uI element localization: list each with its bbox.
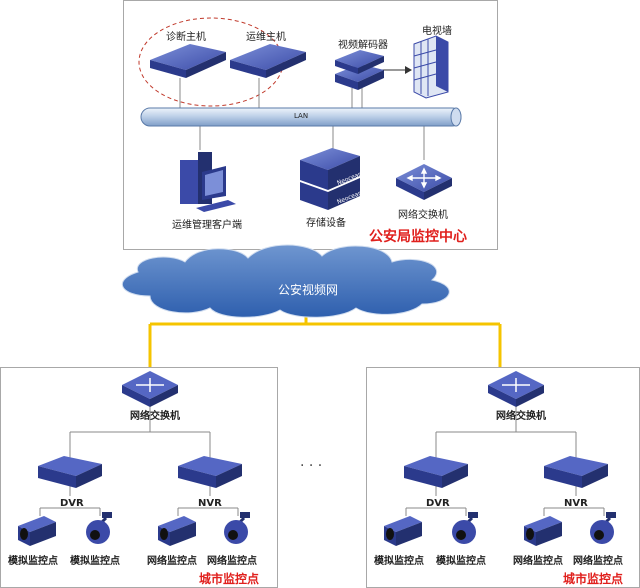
site2-point-label-4: 网络监控点 (573, 556, 623, 567)
site1-nvr-label: NVR (198, 498, 222, 509)
site1-network-camera-1 (158, 516, 196, 546)
site2-point-label-2: 模拟监控点 (436, 556, 486, 567)
site1-point-label-2: 模拟监控点 (70, 556, 120, 567)
ops-host-label: 运维主机 (246, 32, 286, 43)
site1-analog-camera-2 (86, 512, 112, 544)
site2-links (405, 399, 605, 516)
decoder-to-wall-arrow (382, 66, 412, 74)
ellipsis: · · · (300, 458, 323, 474)
video-decoder-label: 视频解码器 (338, 40, 388, 51)
site2-nvr-label: NVR (564, 498, 588, 509)
video-wall-label: 电视墙 (422, 26, 452, 37)
site1-point-label-3: 网络监控点 (147, 556, 197, 567)
site2-switch-device (488, 371, 544, 407)
site1-title: 城市监控点 (199, 572, 260, 586)
storage-device: Neocean Neocean (300, 148, 363, 210)
monitoring-center-title: 公安局监控中心 (369, 229, 467, 245)
police-video-network-cloud (121, 244, 450, 318)
site2-switch-label: 网络交换机 (496, 411, 546, 422)
center-switch-device (396, 164, 452, 200)
site2-analog-camera-2 (452, 512, 478, 544)
lan-label: LAN (294, 112, 309, 120)
ops-host-device (230, 44, 306, 78)
site1-network-camera-2 (224, 512, 250, 544)
site1-analog-camera-1 (18, 516, 56, 546)
site2-analog-camera-1 (384, 516, 422, 546)
ops-client-label: 运维管理客户端 (172, 220, 242, 231)
site1-switch-device (122, 371, 178, 407)
video-decoder-device (335, 50, 384, 90)
site1-dvr-device (38, 456, 102, 488)
site2-network-camera-1 (524, 516, 562, 546)
site2-network-camera-2 (590, 512, 616, 544)
site1-point-label-4: 网络监控点 (207, 556, 257, 567)
diagnostic-host-label: 诊断主机 (166, 32, 206, 43)
diagnostic-host-device (150, 44, 226, 78)
site2-point-label-3: 网络监控点 (513, 556, 563, 567)
center-switch-label: 网络交换机 (398, 210, 448, 221)
video-wall-device (413, 35, 449, 99)
site2-point-label-1: 模拟监控点 (374, 556, 424, 567)
site2-dvr-label: DVR (426, 498, 450, 509)
site1-point-label-1: 模拟监控点 (8, 556, 58, 567)
network-cloud-label: 公安视频网 (278, 283, 339, 297)
ops-client-device (180, 152, 236, 212)
site1-switch-label: 网络交换机 (130, 411, 180, 422)
site1-nvr-device (178, 456, 242, 488)
lan-bus (140, 107, 462, 127)
site2-dvr-device (404, 456, 468, 488)
site2-title: 城市监控点 (563, 572, 624, 586)
site2-nvr-device (544, 456, 608, 488)
storage-label: 存储设备 (306, 218, 346, 229)
site1-dvr-label: DVR (60, 498, 84, 509)
